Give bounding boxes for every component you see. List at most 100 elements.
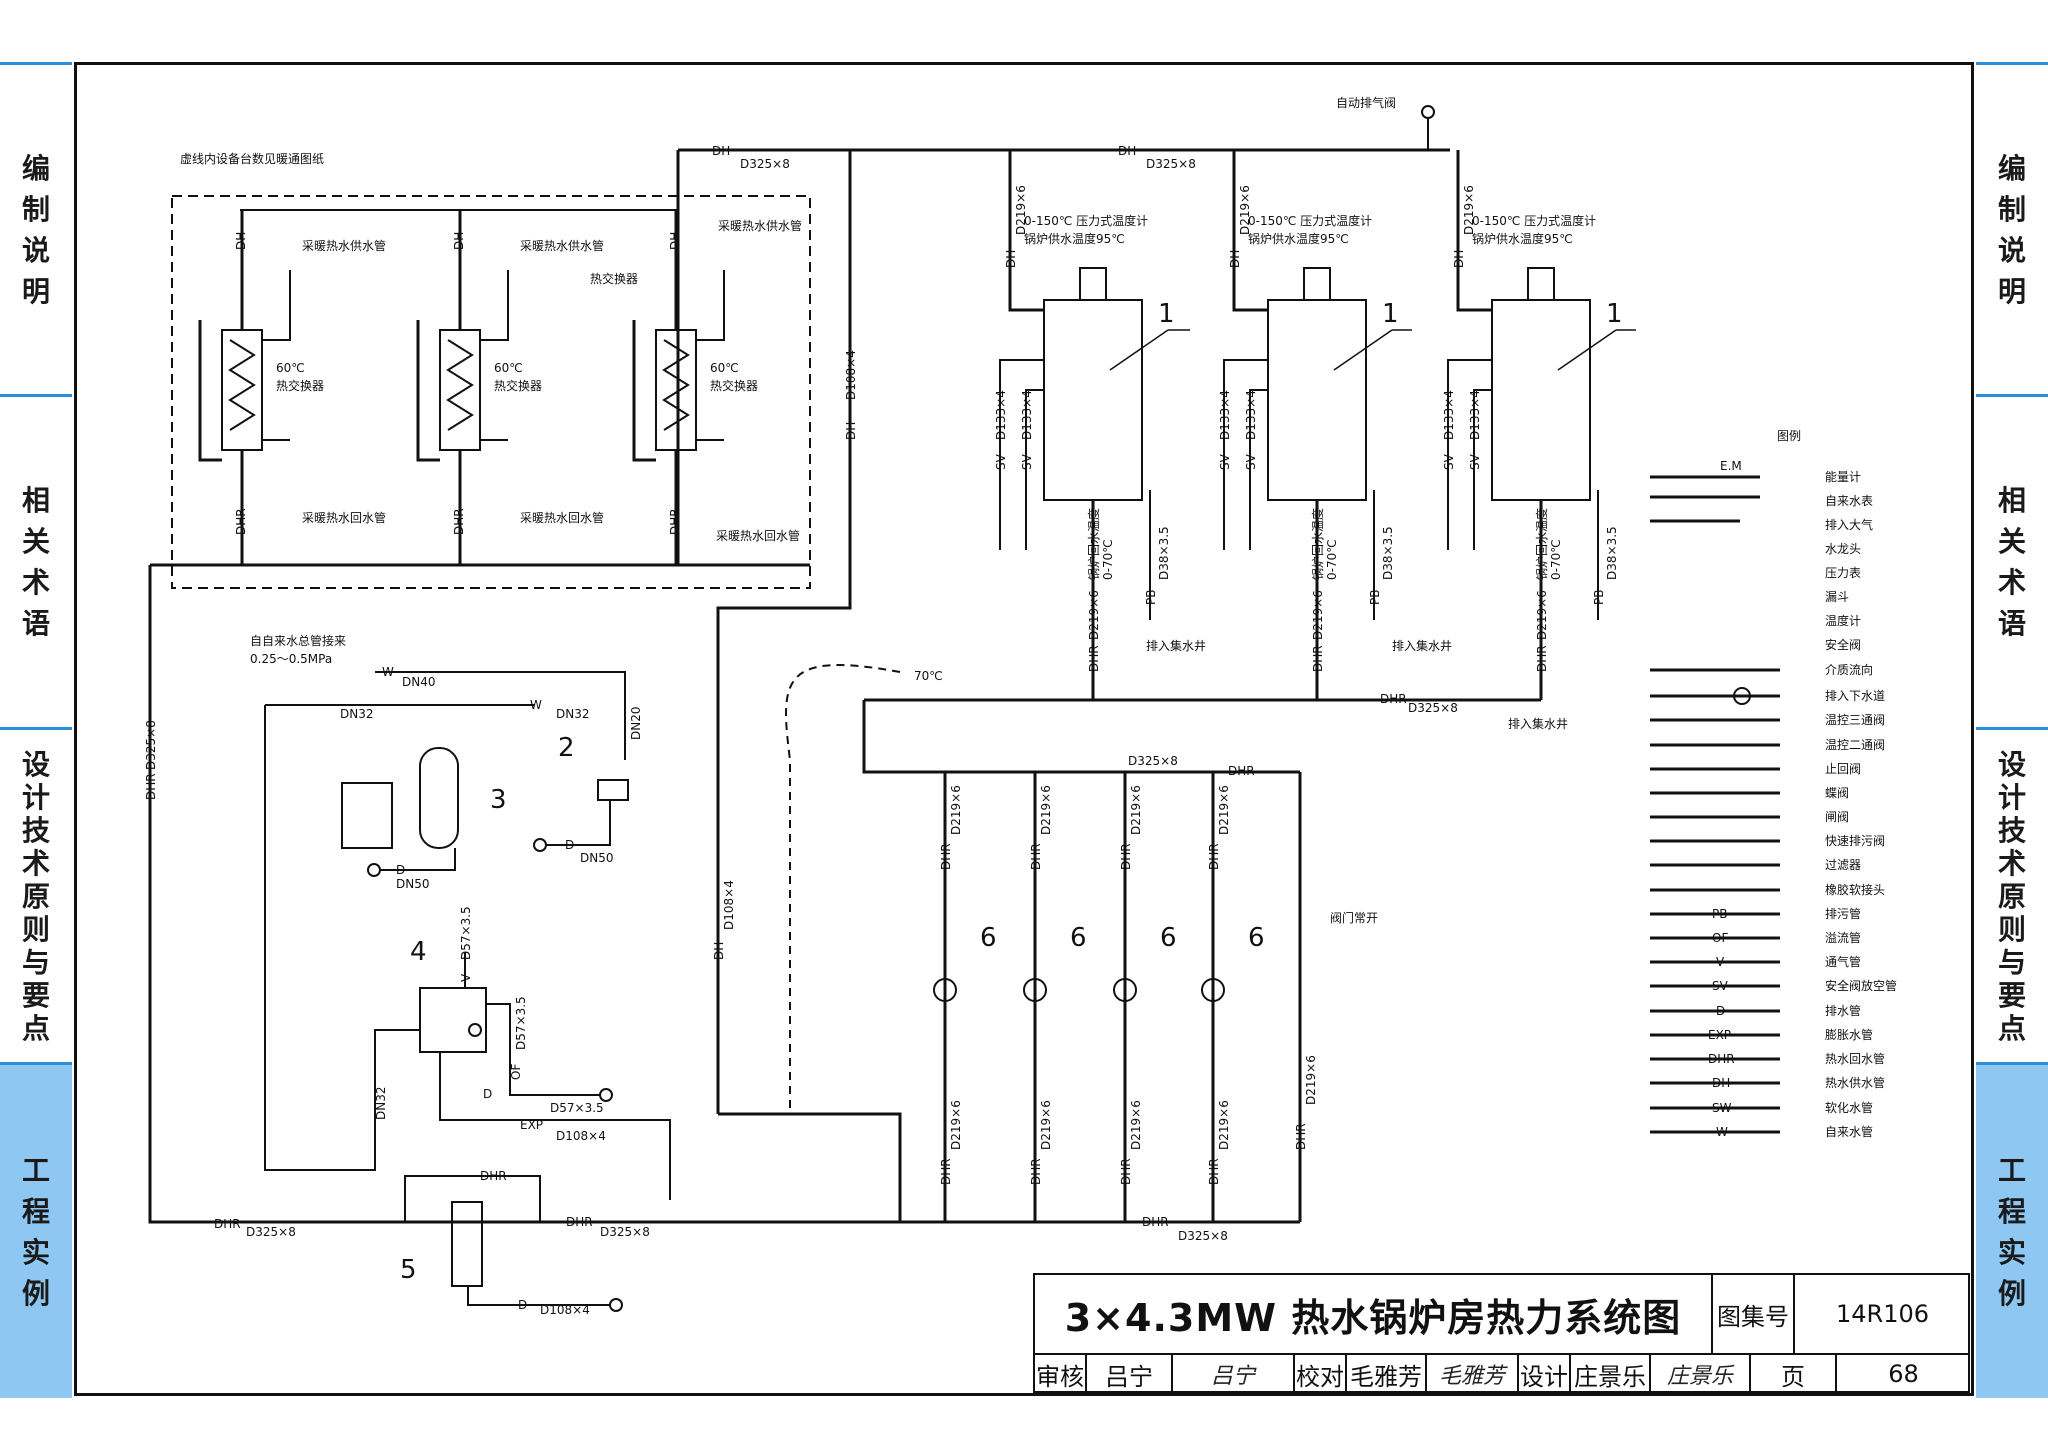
vlabel-d219-bypass: D219×6 [1304, 1055, 1318, 1105]
legend-item: 止回阀 [1825, 762, 1861, 776]
vlabel-d219-p2-top: D219×6 [1039, 785, 1053, 835]
legend-item: 压力表 [1825, 566, 1861, 580]
vlabel-d219-p3-bot: D219×6 [1129, 1100, 1143, 1150]
title-block: 3×4.3MW 热水锅炉房热力系统图 图集号 14R106 审核 吕宁 吕宁 校… [1033, 1273, 1970, 1393]
dhr-pump-header [862, 700, 1300, 774]
dh-d108-riser [716, 150, 852, 1114]
label-sup-pipe-1: 采暖热水供水管 [302, 238, 386, 253]
tab-char: 实 [21, 1235, 50, 1269]
tab-char: 则 [21, 912, 50, 946]
tab-char: 例 [21, 1276, 50, 1310]
vlabel-d325-left: D325×8 [144, 720, 158, 770]
vlabel-d108-top: D108×4 [844, 350, 858, 400]
label-d108-item5: D108×4 [540, 1303, 590, 1317]
label-gauge-2: 0-150℃ 压力式温度计 [1248, 213, 1372, 228]
tab-char: 则 [1997, 912, 2026, 946]
vlabel-d219-ret-b3: D219×6 [1535, 590, 1549, 640]
heat-exchanger-middle [416, 210, 509, 565]
pump-branches [943, 772, 1302, 1222]
reviewer-label: 审核 [1035, 1355, 1087, 1393]
tab-gongcheng-shili-right[interactable]: 工 程 实 例 [1976, 1062, 2048, 1398]
legend-item: 自来水表 [1825, 494, 1873, 508]
label-dh-top-mid: DH [1118, 144, 1136, 158]
vlabel-of: OF [509, 1064, 523, 1080]
vlabel-d133-b2a: D133×4 [1218, 390, 1232, 440]
checker-label: 校对 [1295, 1355, 1347, 1393]
legend-item: 自来水管 [1825, 1124, 1873, 1139]
vlabel-d219-b2: D219×6 [1238, 185, 1252, 235]
label-d-item5: D [518, 1298, 527, 1312]
checker-signature: 毛雅芳 [1427, 1355, 1519, 1393]
tab-sheji-jishu[interactable]: 设 计 技 术 原 则 与 要 点 [0, 727, 72, 1062]
legend-code: V [1716, 955, 1725, 969]
vlabel-sv-b1a: SV [994, 453, 1008, 470]
drawing-title: 3×4.3MW 热水锅炉房热力系统图 [1035, 1275, 1713, 1355]
label-ret-pipe-3: 采暖热水回水管 [716, 528, 800, 543]
tab-bianzhi-shuoming[interactable]: 编 制 说 明 [0, 62, 72, 394]
vlabel-sv-b1b: SV [1020, 453, 1034, 470]
label-dn32-1: DN32 [340, 707, 374, 721]
label-to-pit-3: 排入集水井 [1508, 716, 1568, 731]
tab-char: 制 [1997, 192, 2026, 226]
label-city-water: 自自来水总管接来 [250, 633, 346, 648]
item-5-exchanger [451, 1201, 483, 1287]
item-number-6d: 6 [1248, 923, 1265, 953]
tab-char: 设 [1997, 747, 2026, 781]
vlabel-dh-hx2: DH [452, 232, 466, 250]
vlabel-dh-b2: DH [1228, 250, 1242, 268]
vlabel-dhr-p3: DHR [1119, 843, 1133, 870]
legend-item: 安全阀放空管 [1825, 978, 1897, 993]
tab-char: 语 [1997, 607, 2026, 640]
legend-item: 温度计 [1825, 613, 1861, 628]
tab-sheji-jishu-right[interactable]: 设 计 技 术 原 则 与 要 点 [1976, 727, 2048, 1062]
legend-item: 水龙头 [1825, 542, 1861, 556]
atlas-label: 图集号 [1713, 1275, 1795, 1355]
vlabel-dhr-hx2: DHR [452, 508, 466, 535]
legend-item: 排水管 [1825, 1003, 1861, 1018]
tab-char: 点 [21, 1011, 50, 1045]
legend-title: 图例 [1777, 429, 1801, 443]
label-hx-temp-1: 60℃ [276, 361, 305, 375]
vlabel-d219-p1-top: D219×6 [949, 785, 963, 835]
vlabel-dhr-ret-b2: DHR [1311, 645, 1325, 672]
vlabel-dhr-left: DHR [144, 773, 158, 800]
legend-code: SW [1712, 1101, 1732, 1115]
item-number-1c: 1 [1606, 299, 1623, 329]
label-supply-temp-3: 锅炉供水温度95℃ [1472, 231, 1573, 246]
auto-vent-valve [1421, 105, 1435, 119]
atlas-number: 14R106 [1795, 1275, 1970, 1355]
tab-char: 明 [21, 274, 50, 308]
tab-xiangguan-shuyu-right[interactable]: 相 关 术 语 [1976, 394, 2048, 727]
label-dhr-bottom-right: DHR [1142, 1215, 1169, 1229]
legend-code: EXP [1708, 1028, 1731, 1042]
temp-sensor-line [785, 664, 901, 1114]
label-to-pit-2: 排入集水井 [1392, 638, 1452, 653]
label-to-pit-1: 排入集水井 [1146, 638, 1206, 653]
tab-gongcheng-shili[interactable]: 工 程 实 例 [0, 1062, 72, 1398]
tab-char: 计 [21, 780, 50, 814]
tab-char: 关 [1997, 525, 2026, 558]
legend-item: 闸阀 [1825, 810, 1849, 824]
tab-bianzhi-shuoming-right[interactable]: 编 制 说 明 [1976, 62, 2048, 394]
tab-char: 程 [1997, 1194, 2026, 1228]
label-dhr-header: DHR [1380, 692, 1407, 706]
label-d57-exp: D57×3.5 [550, 1101, 604, 1115]
legend-item: 热水回水管 [1825, 1051, 1885, 1066]
tab-char: 编 [21, 151, 50, 185]
label-w-1: W [382, 665, 394, 679]
legend-code: W [1716, 1125, 1728, 1139]
label-dhr-item5-out: DHR [566, 1215, 593, 1229]
legend-item: 介质流向 [1825, 662, 1873, 677]
vlabel-dn20: DN20 [629, 707, 643, 741]
tab-char: 设 [21, 747, 50, 781]
tab-xiangguan-shuyu[interactable]: 相 关 术 语 [0, 394, 72, 727]
label-dn40: DN40 [402, 675, 436, 689]
vlabel-d219-p4-bot: D219×6 [1217, 1100, 1231, 1150]
vlabel-d133-b2b: D133×4 [1244, 390, 1258, 440]
vlabel-dh-hx3: DH [668, 232, 682, 250]
label-dn50-2: DN50 [580, 851, 614, 865]
vlabel-dhr-p1: DHR [939, 843, 953, 870]
vlabel-sv-b3b: SV [1468, 453, 1482, 470]
vlabel-d133-b3a: D133×4 [1442, 390, 1456, 440]
label-hx-name-1: 热交换器 [276, 378, 324, 393]
